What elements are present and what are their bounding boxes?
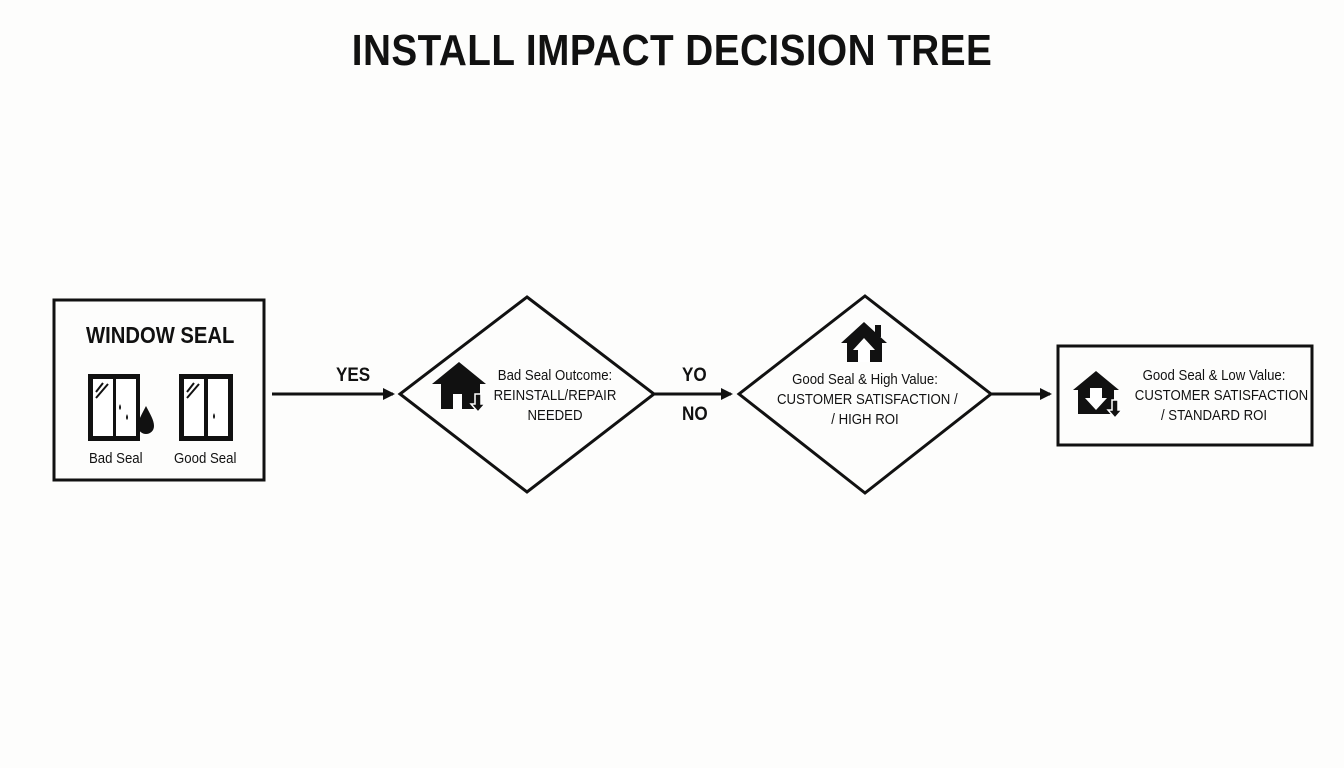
bad-seal-outcome-text: Bad Seal Outcome: REINSTALL/REPAIR NEEDE…: [480, 366, 630, 426]
house-down-arrow-icon: [432, 362, 487, 414]
no-edge-label: NO: [682, 404, 708, 425]
house-down-arrow-icon: [1073, 371, 1124, 420]
low-value-line1: Good Seal & Low Value:: [1142, 367, 1286, 384]
yo-edge-label: YO: [682, 365, 707, 386]
window-seal-box: [52, 298, 266, 482]
bad-seal-line3: NEEDED: [527, 407, 583, 424]
bad-seal-line1: Bad Seal Outcome:: [497, 367, 613, 384]
page-title: INSTALL IMPACT DECISION TREE: [351, 26, 993, 75]
high-value-line3: / HIGH ROI: [831, 411, 899, 428]
bad-seal-label: Bad Seal: [89, 450, 143, 467]
low-value-outcome-text: Good Seal & Low Value: CUSTOMER SATISFAC…: [1134, 366, 1309, 426]
window-with-water-drop-icon: [88, 374, 154, 441]
high-value-line2: CUSTOMER SATISFACTION /: [777, 391, 958, 408]
good-seal-label: Good Seal: [174, 450, 237, 467]
low-value-line2: CUSTOMER SATISFACTION: [1134, 387, 1309, 404]
clean-window-icon: [179, 374, 233, 441]
high-value-diamond: [736, 294, 994, 495]
window-seal-title: WINDOW SEAL: [86, 322, 235, 348]
high-value-outcome-text: Good Seal & High Value: CUSTOMER SATISFA…: [777, 370, 958, 430]
low-value-box: [1056, 344, 1314, 447]
house-up-arrow-icon: [841, 322, 887, 362]
low-value-line3: / STANDARD ROI: [1160, 407, 1268, 424]
bad-seal-diamond: [397, 295, 657, 494]
yes-edge-label: YES: [336, 365, 371, 386]
high-value-line1: Good Seal & High Value:: [792, 371, 938, 388]
bad-seal-line2: REINSTALL/REPAIR: [493, 387, 617, 404]
